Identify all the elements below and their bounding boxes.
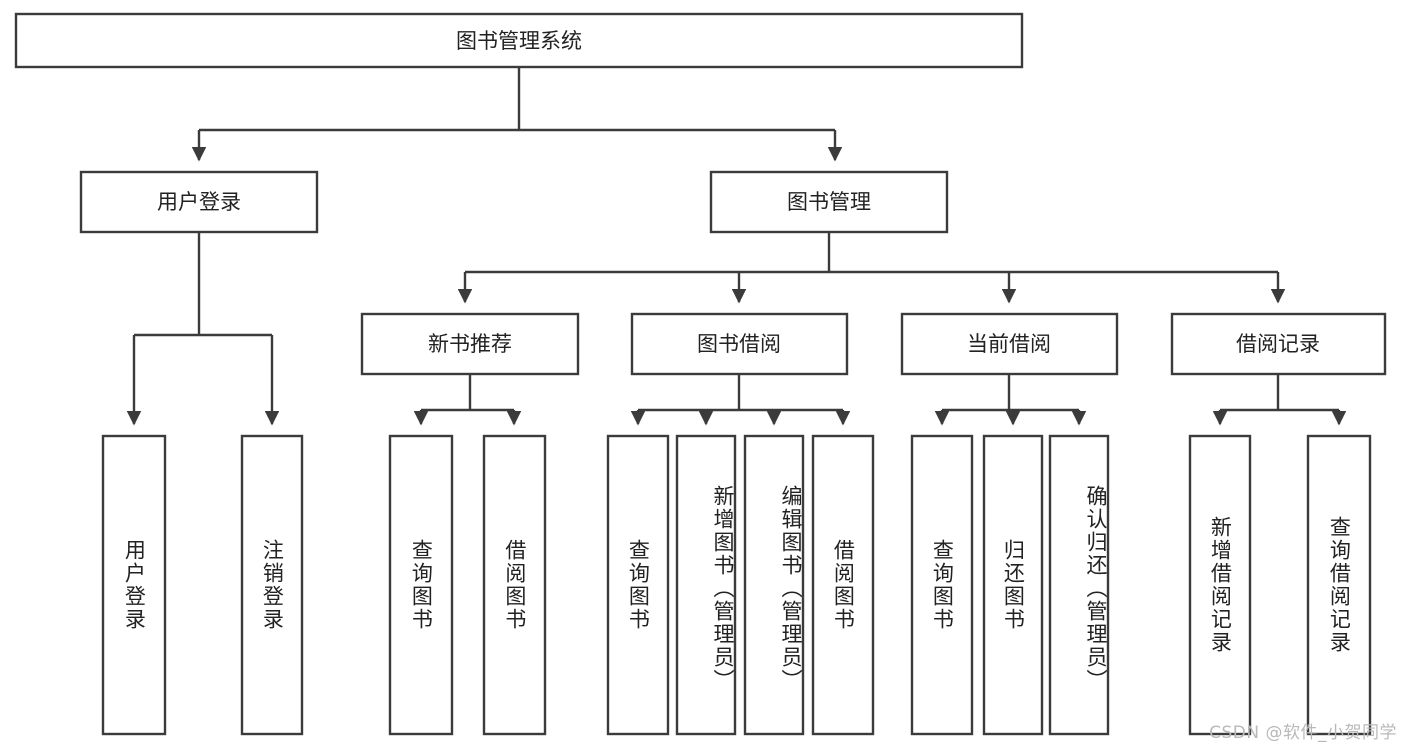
node-borrow-record-label: 借阅记录	[1236, 332, 1320, 356]
leaf-box-confirm-return[interactable]	[1048, 434, 1110, 736]
node-user-login-label: 用户登录	[157, 190, 241, 214]
leaf-box-query-book-1[interactable]	[388, 434, 454, 736]
node-user-login[interactable]: 用户登录	[79, 170, 319, 234]
connector-root-to-level2	[191, 67, 843, 162]
leaf-box-edit-book[interactable]	[743, 434, 805, 736]
connector-book-borrow-to-leaves	[630, 374, 851, 426]
node-root[interactable]: 图书管理系统	[14, 12, 1024, 69]
node-book-borrow-label: 图书借阅	[697, 332, 781, 356]
leaf-box-query-record[interactable]	[1306, 434, 1372, 736]
leaf-box-add-record[interactable]	[1188, 434, 1252, 736]
node-new-book-recommend-label: 新书推荐	[428, 332, 512, 356]
node-book-manage[interactable]: 图书管理	[709, 170, 949, 234]
node-book-manage-label: 图书管理	[787, 190, 871, 214]
leaf-box-user-login[interactable]	[101, 434, 167, 736]
leaf-box-add-book[interactable]	[675, 434, 737, 736]
connector-user-login-to-leaves	[126, 232, 280, 426]
node-current-borrow[interactable]: 当前借阅	[900, 312, 1119, 376]
node-new-book-recommend[interactable]: 新书推荐	[360, 312, 580, 376]
node-root-label: 图书管理系统	[456, 29, 582, 53]
node-current-borrow-label: 当前借阅	[967, 332, 1051, 356]
leaf-box-borrow-book-2[interactable]	[811, 434, 875, 736]
connector-book-manage-to-level3	[457, 232, 1286, 304]
node-borrow-record[interactable]: 借阅记录	[1170, 312, 1387, 376]
node-book-borrow[interactable]: 图书借阅	[630, 312, 849, 376]
csdn-watermark: CSDN @软件_小贺同学	[1209, 723, 1397, 743]
leaf-box-logout[interactable]	[240, 434, 304, 736]
leaf-box-query-book-2[interactable]	[606, 434, 670, 736]
connector-borrow-record-to-leaves	[1212, 374, 1347, 426]
connector-current-borrow-to-leaves	[934, 374, 1087, 426]
leaf-box-borrow-book-1[interactable]	[482, 434, 547, 736]
leaf-box-query-book-3[interactable]	[910, 434, 974, 736]
connector-new-book-recommend-to-leaves	[413, 374, 522, 426]
leaf-box-return-book[interactable]	[982, 434, 1044, 736]
